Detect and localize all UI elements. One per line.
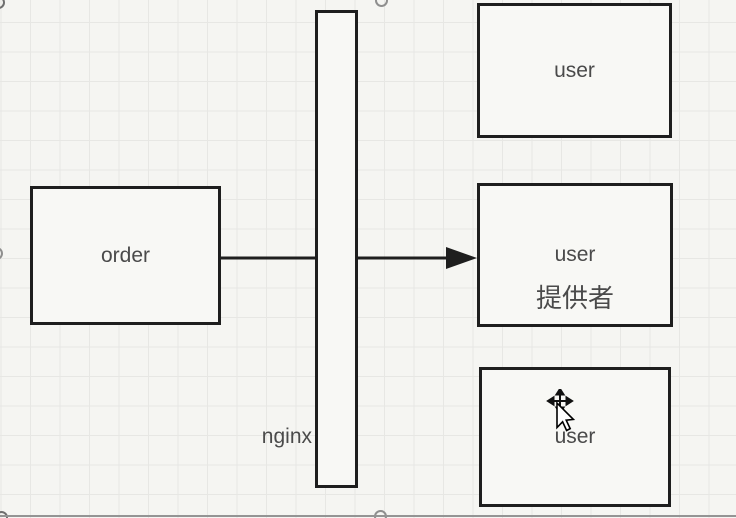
order-node-label: order xyxy=(100,243,151,267)
user-node-top[interactable]: user xyxy=(477,3,672,138)
nginx-node[interactable] xyxy=(315,10,358,488)
user-node-top-label: user xyxy=(554,58,595,82)
arrowhead-icon xyxy=(446,247,477,269)
connection-handle-bottom[interactable] xyxy=(374,510,387,518)
provider-sublabel: 提供者 xyxy=(535,283,614,313)
order-node[interactable]: order xyxy=(30,186,221,325)
connection-handle-top[interactable] xyxy=(375,0,388,7)
nginx-node-label: nginx xyxy=(261,425,312,448)
user-node-middle[interactable]: user 提供者 xyxy=(477,183,673,327)
user-node-bottom[interactable]: user xyxy=(479,367,671,507)
canvas-edge-line xyxy=(0,515,736,517)
user-node-bottom-label: user xyxy=(554,425,596,448)
user-node-middle-label: user xyxy=(554,243,596,266)
connection-handle-bottom-left[interactable] xyxy=(0,511,8,518)
